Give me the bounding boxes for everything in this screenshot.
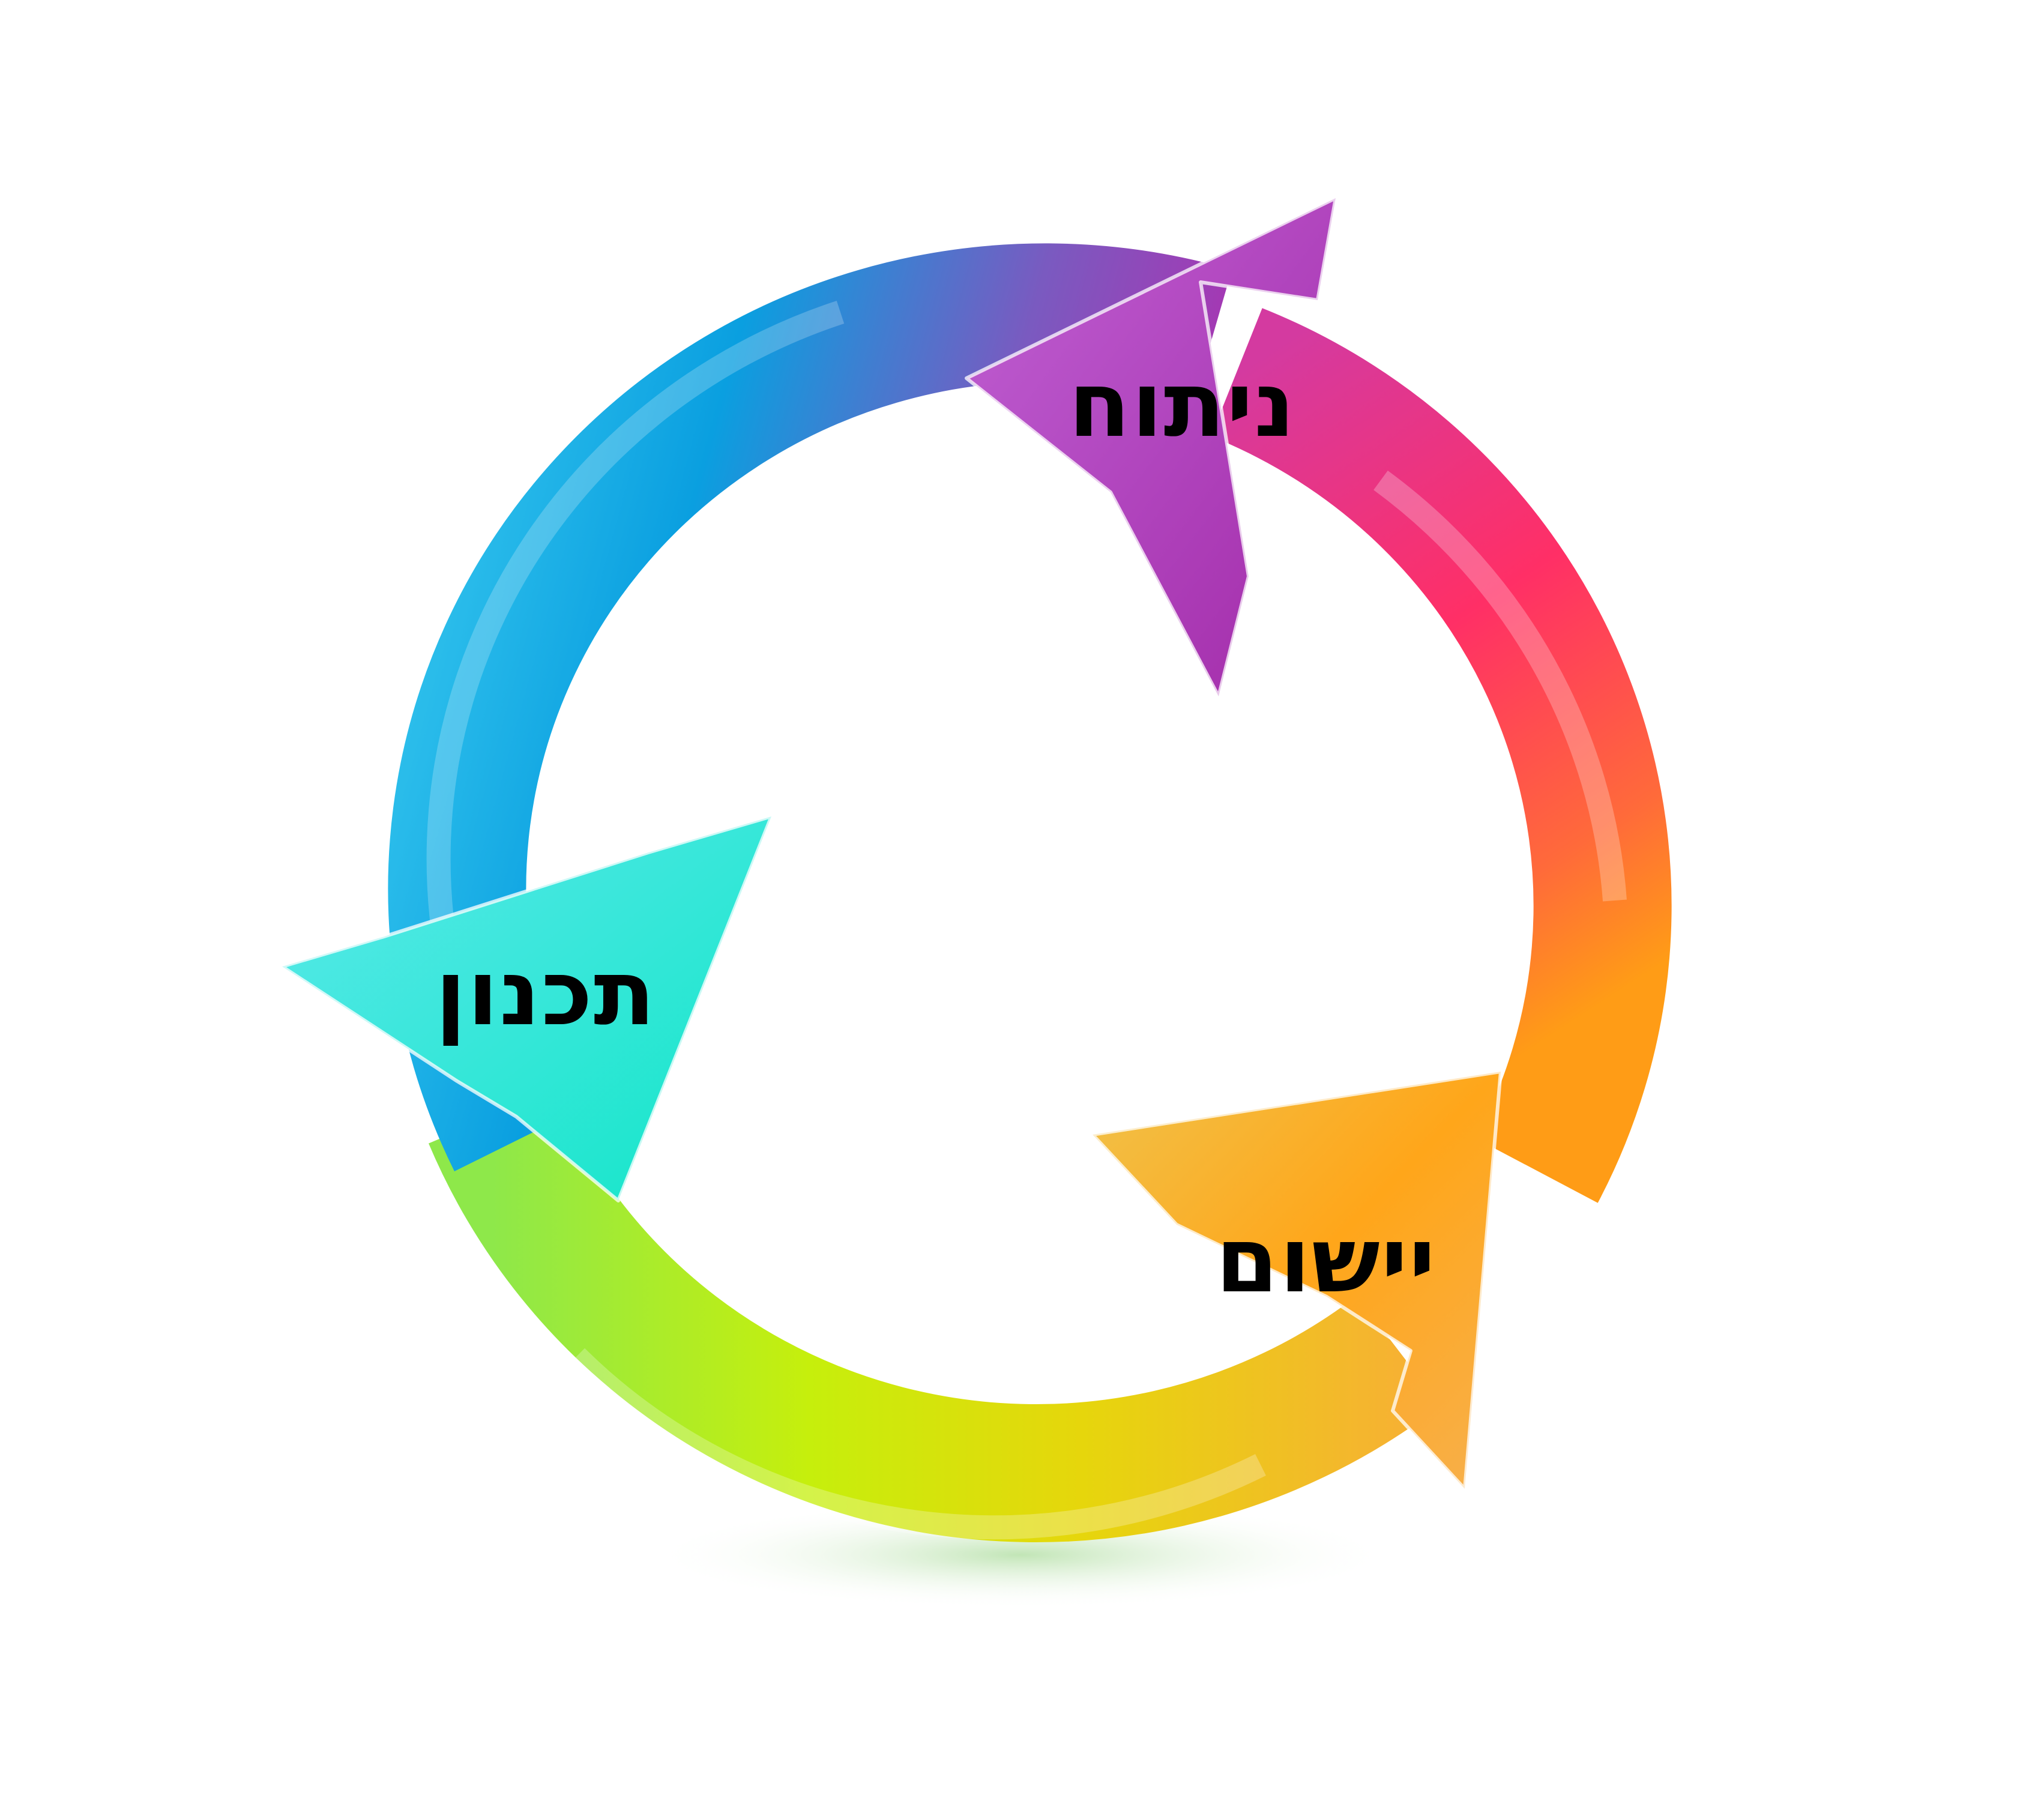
floor-shadow (648, 1501, 1393, 1609)
arrowhead-analysis (965, 196, 1337, 698)
stage-label-analysis: ניתוח (1069, 353, 1297, 457)
arrowhead-implementation (1091, 1070, 1503, 1491)
ring-band-planning (429, 1090, 1441, 1542)
arrowhead-planning (280, 815, 773, 1202)
ring-band-implementation (1211, 308, 1672, 1203)
stage-label-implementation: יישום (1216, 1208, 1437, 1313)
stage-label-planning: תכנון (435, 941, 657, 1046)
cycle-ring (388, 243, 1672, 1542)
